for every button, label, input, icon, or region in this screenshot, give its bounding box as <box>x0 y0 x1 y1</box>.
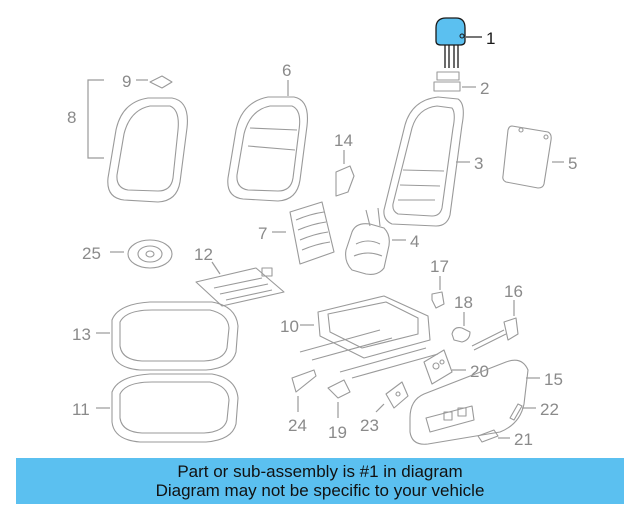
label-20: 20 <box>470 362 489 381</box>
label-21: 21 <box>514 430 533 449</box>
part-19-trim <box>327 379 351 399</box>
label-15: 15 <box>544 370 563 389</box>
label-9: 9 <box>122 72 131 91</box>
label-14: 14 <box>334 131 353 150</box>
label-11: 11 <box>72 400 90 419</box>
label-25: 25 <box>82 244 101 263</box>
label-8: 8 <box>67 108 76 127</box>
part-22-knob <box>509 403 523 421</box>
label-3: 3 <box>474 154 483 173</box>
part-11-cushion-pad <box>111 373 239 443</box>
label-22: 22 <box>540 400 559 419</box>
part-1-headrest[interactable] <box>435 17 466 68</box>
part-16-cable <box>471 317 519 351</box>
label-12: 12 <box>194 245 213 264</box>
label-2: 2 <box>480 79 489 98</box>
leader-12 <box>211 261 221 275</box>
part-3-seatback-frame <box>383 96 464 227</box>
banner-line-1: Part or sub-assembly is #1 in diagram <box>177 462 463 481</box>
part-5-back-panel <box>502 125 552 189</box>
part-14-bracket <box>335 165 355 197</box>
info-banner: Part or sub-assembly is #1 in diagram Di… <box>16 458 624 504</box>
part-13-cushion-cover <box>111 301 239 371</box>
part-23-cover <box>385 381 409 409</box>
part-15-side-shield <box>409 359 529 445</box>
banner-line-2: Diagram may not be specific to your vehi… <box>155 481 485 500</box>
part-10-seat-track <box>299 295 439 379</box>
label-4: 4 <box>410 232 419 251</box>
part-8-seatback-pad <box>107 97 188 203</box>
part-12-sensor-mat <box>195 267 285 307</box>
label-13: 13 <box>72 325 91 344</box>
label-17: 17 <box>430 257 449 276</box>
seat-parts-diagram: 1 2 3 4 5 <box>67 17 577 449</box>
label-7: 7 <box>258 224 267 243</box>
part-4-harness <box>345 207 390 275</box>
label-1: 1 <box>486 29 495 48</box>
part-17-clip <box>431 291 445 309</box>
leader-23 <box>375 403 385 413</box>
label-5: 5 <box>568 154 577 173</box>
part-21-knob <box>477 429 499 443</box>
label-16: 16 <box>504 282 523 301</box>
part-2-guide <box>433 71 461 92</box>
part-7-lumbar <box>289 201 335 265</box>
label-23: 23 <box>360 416 379 435</box>
part-20-switch <box>423 349 453 385</box>
part-9-clip <box>149 75 173 89</box>
label-6: 6 <box>282 61 291 80</box>
label-19: 19 <box>328 423 347 442</box>
label-10: 10 <box>280 317 299 336</box>
part-24-trim <box>291 369 317 393</box>
label-18: 18 <box>454 293 473 312</box>
part-18-cap <box>451 327 471 343</box>
part-6-seatback-cover <box>227 96 309 202</box>
part-25-speaker <box>127 239 173 269</box>
leader-8 <box>87 79 104 159</box>
label-24: 24 <box>288 416 307 435</box>
